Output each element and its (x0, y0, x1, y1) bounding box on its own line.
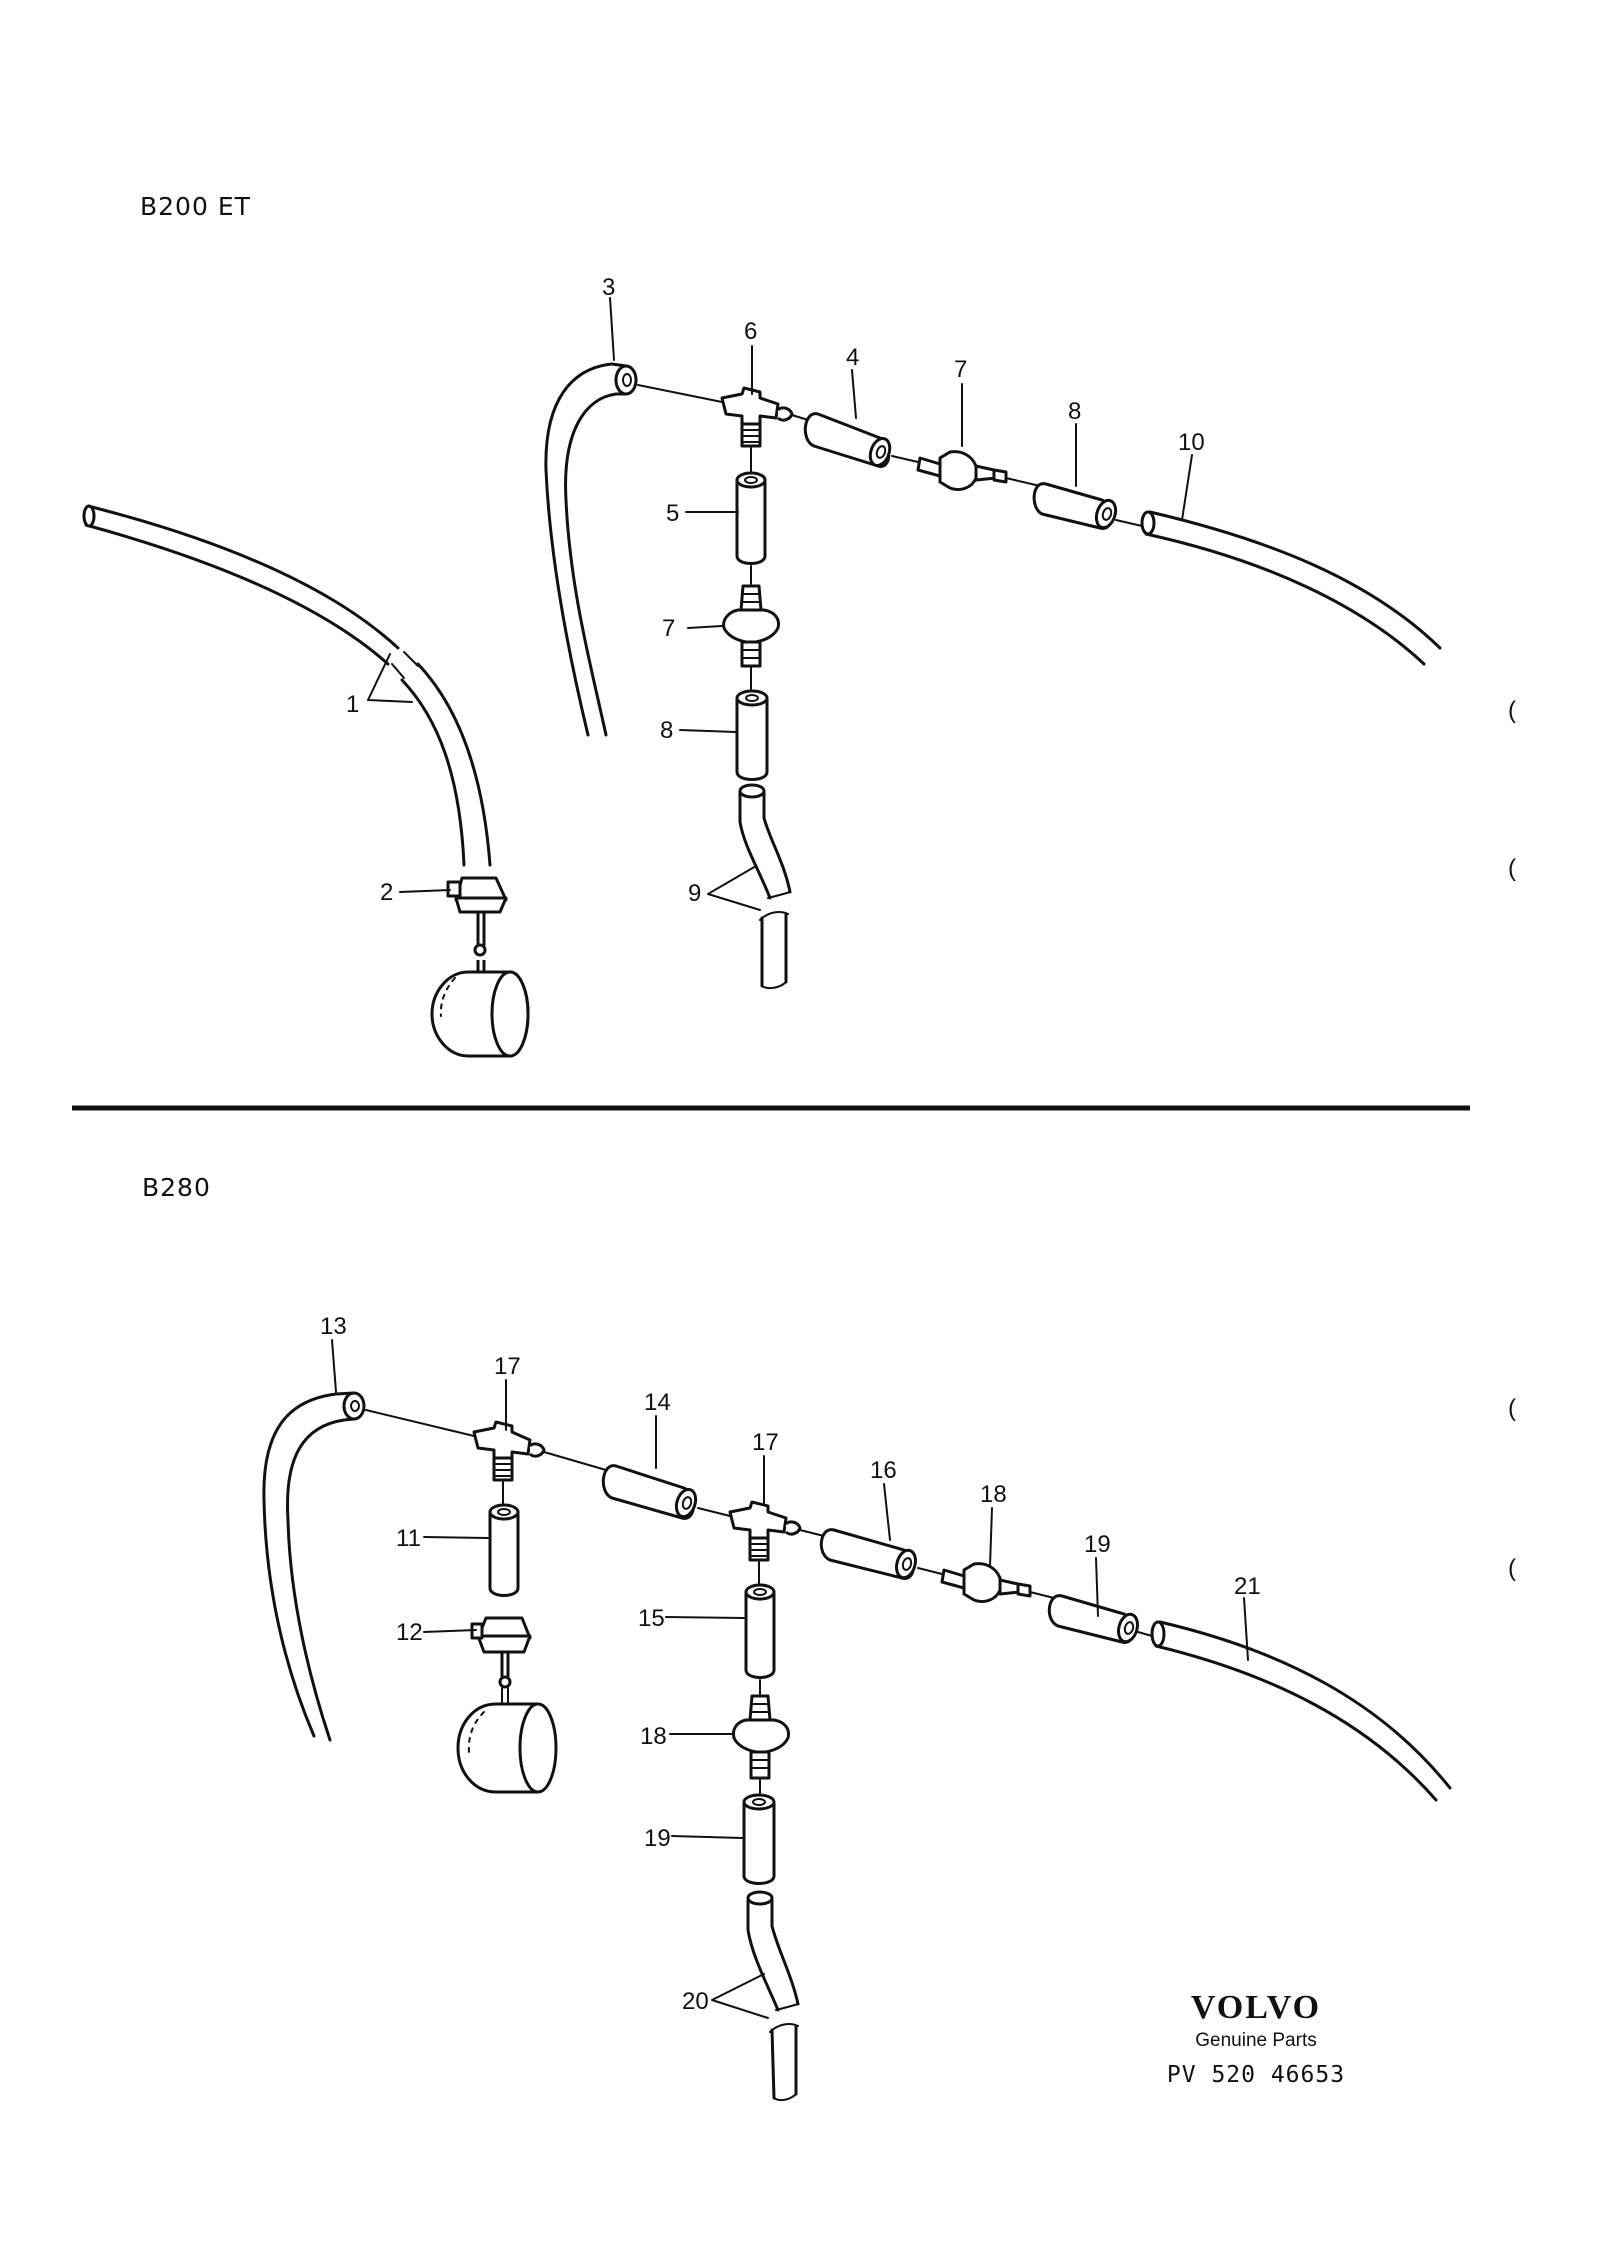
line-13-17 (365, 1409, 475, 1437)
label-4: 4 (846, 344, 859, 371)
canister-bottom (456, 1687, 558, 1794)
label-9: 9 (688, 880, 701, 907)
connector-19-vertical (742, 1793, 776, 1885)
label-18-horizontal: 18 (980, 1481, 1007, 1508)
hose-13 (262, 1391, 366, 1742)
line-7-8 (1005, 477, 1041, 487)
label-18-vertical: 18 (640, 1723, 667, 1750)
label-21: 21 (1234, 1573, 1261, 1600)
line-17-14 (543, 1451, 607, 1471)
label-12: 12 (396, 1619, 423, 1646)
label-7-horizontal: 7 (954, 356, 967, 383)
margin-mark: ( (1508, 1395, 1516, 1422)
label-1: 1 (346, 691, 359, 718)
label-2: 2 (380, 879, 393, 906)
connector-14 (601, 1464, 698, 1520)
tee-fitting-17-left (472, 1420, 546, 1482)
hose-1 (82, 504, 492, 867)
label-16: 16 (870, 1457, 897, 1484)
line-6-4 (791, 414, 809, 421)
hose-9 (738, 783, 792, 990)
bottom-diagram (262, 1391, 1452, 2102)
brand-tagline: Genuine Parts (1195, 2030, 1316, 2051)
part-number: PV 520 46653 (1167, 2062, 1345, 2088)
label-10: 10 (1178, 429, 1205, 456)
margin-mark: ( (1508, 697, 1516, 724)
label-17-left: 17 (494, 1353, 521, 1380)
label-14: 14 (644, 1389, 671, 1416)
connector-8-horizontal (1032, 482, 1118, 530)
line-17-16 (799, 1529, 825, 1537)
brand-block: VOLVO Genuine Parts PV 520 46653 (1167, 1989, 1345, 2088)
section-title-b280: B280 (142, 1173, 211, 1202)
hose-21 (1150, 1620, 1452, 1802)
label-11: 11 (396, 1525, 421, 1552)
label-7-vertical: 7 (662, 615, 675, 642)
label-6: 6 (744, 318, 757, 345)
connector-15 (744, 1583, 776, 1679)
line-3-6 (637, 384, 723, 403)
canister-top (430, 960, 530, 1058)
label-19-horizontal: 19 (1084, 1531, 1111, 1558)
tee-fitting-17-right (728, 1500, 802, 1562)
label-19-vertical: 19 (644, 1825, 671, 1852)
top-diagram (82, 362, 1442, 1058)
hose-10 (1140, 510, 1442, 666)
clamp-12 (470, 1616, 532, 1689)
section-title-b200et: B200 ET (140, 192, 251, 221)
clamp-2 (446, 876, 508, 957)
label-5: 5 (666, 500, 679, 527)
line-19-21 (1137, 1631, 1153, 1637)
label-15: 15 (638, 1605, 665, 1632)
line-8-10 (1115, 519, 1143, 527)
margin-mark: ( (1508, 855, 1516, 882)
margin-mark: ( (1508, 1555, 1516, 1582)
hose-3 (544, 362, 638, 737)
hose-20 (746, 1890, 800, 2102)
connector-5 (735, 471, 767, 565)
connector-8-vertical (735, 689, 769, 781)
bottom-leaders (331, 1339, 1249, 2019)
connector-4 (803, 412, 892, 468)
label-8-vertical: 8 (660, 717, 673, 744)
check-valve-18-vertical (732, 1694, 790, 1780)
line-14-17 (697, 1507, 731, 1517)
label-20: 20 (682, 1988, 709, 2015)
check-valve-18-horizontal (917, 1562, 1032, 1604)
top-leaders (367, 297, 1193, 911)
label-8-horizontal: 8 (1068, 398, 1081, 425)
label-17-right: 17 (752, 1429, 779, 1456)
brand-logo: VOLVO (1191, 1989, 1321, 2026)
check-valve-7-vertical (722, 584, 780, 668)
connector-16 (819, 1528, 917, 1580)
tee-fitting-6 (720, 386, 794, 448)
connector-11 (488, 1503, 520, 1597)
line-18-19 (1029, 1591, 1055, 1599)
label-13: 13 (320, 1313, 347, 1340)
check-valve-7-horizontal (891, 450, 1008, 492)
label-3: 3 (602, 274, 615, 301)
connector-19-horizontal (1047, 1594, 1139, 1644)
